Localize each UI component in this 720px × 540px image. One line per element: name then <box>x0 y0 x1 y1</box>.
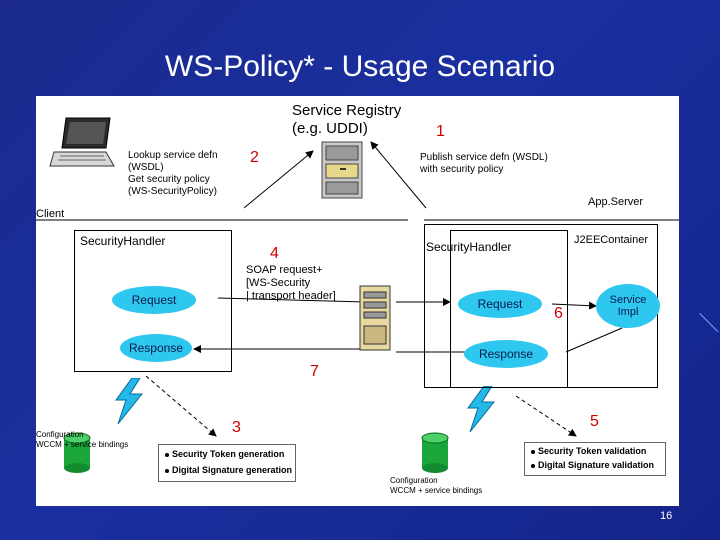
server-tower-icon <box>359 285 391 351</box>
database-icon <box>63 432 91 473</box>
laptop-icon <box>49 117 115 167</box>
slide-title: WS-Policy* - Usage Scenario <box>164 50 556 83</box>
database-icon <box>421 432 449 473</box>
slide-number: 16 <box>660 510 673 522</box>
step-number-2: 2 <box>250 149 259 166</box>
diagram-connectors <box>36 141 679 438</box>
service-impl-oval: Service Impl <box>596 284 660 328</box>
client-config-dashed-link <box>145 375 217 437</box>
client-legend-box: Security Token generation Digital Signat… <box>158 444 296 482</box>
client-request-oval: Request <box>112 286 196 314</box>
client-security-handler-label: SecurityHandler <box>80 234 166 248</box>
server-config-dashed-link <box>515 395 577 437</box>
client-legend-item: Security Token generation <box>165 449 284 459</box>
lookup-description: Lookup service defn (WSDL) Get security … <box>128 150 218 197</box>
registry-title: Service Registry <box>292 102 402 119</box>
server-legend-box: Security Token validation Digital Signat… <box>524 442 666 476</box>
step-number-1: 1 <box>436 123 445 140</box>
client-legend-arrow <box>146 378 216 438</box>
client-label: Client <box>36 208 65 220</box>
server-security-handler-box <box>450 230 568 388</box>
publish-description: Publish service defn (WSDL) with securit… <box>420 152 548 175</box>
client-response-oval: Response <box>120 334 192 362</box>
file-cabinet-icon <box>321 141 363 199</box>
server-security-handler-label: SecurityHandler <box>426 240 512 254</box>
lightning-icon <box>467 386 496 432</box>
soap-request-text: SOAP request+ [WS-Security | transport h… <box>246 264 336 303</box>
service-call-arrow <box>551 301 597 310</box>
publish-arrow <box>370 141 427 209</box>
j2ee-container-label: J2EEContainer <box>574 234 648 246</box>
step-number-6: 6 <box>554 305 563 322</box>
lookup-arrow <box>243 150 314 209</box>
server-config-label: Configuration WCCM + service bindings <box>390 476 483 495</box>
step-number-5: 5 <box>590 413 599 430</box>
server-legend-item: Digital Signature validation <box>531 460 654 470</box>
client-security-handler-box <box>74 230 232 372</box>
step-number-3: 3 <box>232 419 241 436</box>
server-request-oval: Request <box>458 290 542 318</box>
lightning-icon <box>115 378 144 424</box>
client-legend-item: Digital Signature generation <box>165 465 292 475</box>
decorative-line <box>699 313 719 333</box>
request-arrow-1 <box>217 297 367 303</box>
app-server-label: App.Server <box>588 196 644 208</box>
diagram-panel: Service Registry (e.g. UDDI) 1 Lookup se… <box>36 96 679 506</box>
client-config-label: Configuration WCCM + service bindings <box>36 430 129 449</box>
step-number-7: 7 <box>310 363 319 380</box>
server-response-oval: Response <box>464 340 548 368</box>
server-legend-item: Security Token validation <box>531 446 646 456</box>
registry-subtitle: (e.g. UDDI) <box>292 120 368 137</box>
service-return-line <box>565 327 623 353</box>
step-number-4: 4 <box>270 245 279 262</box>
